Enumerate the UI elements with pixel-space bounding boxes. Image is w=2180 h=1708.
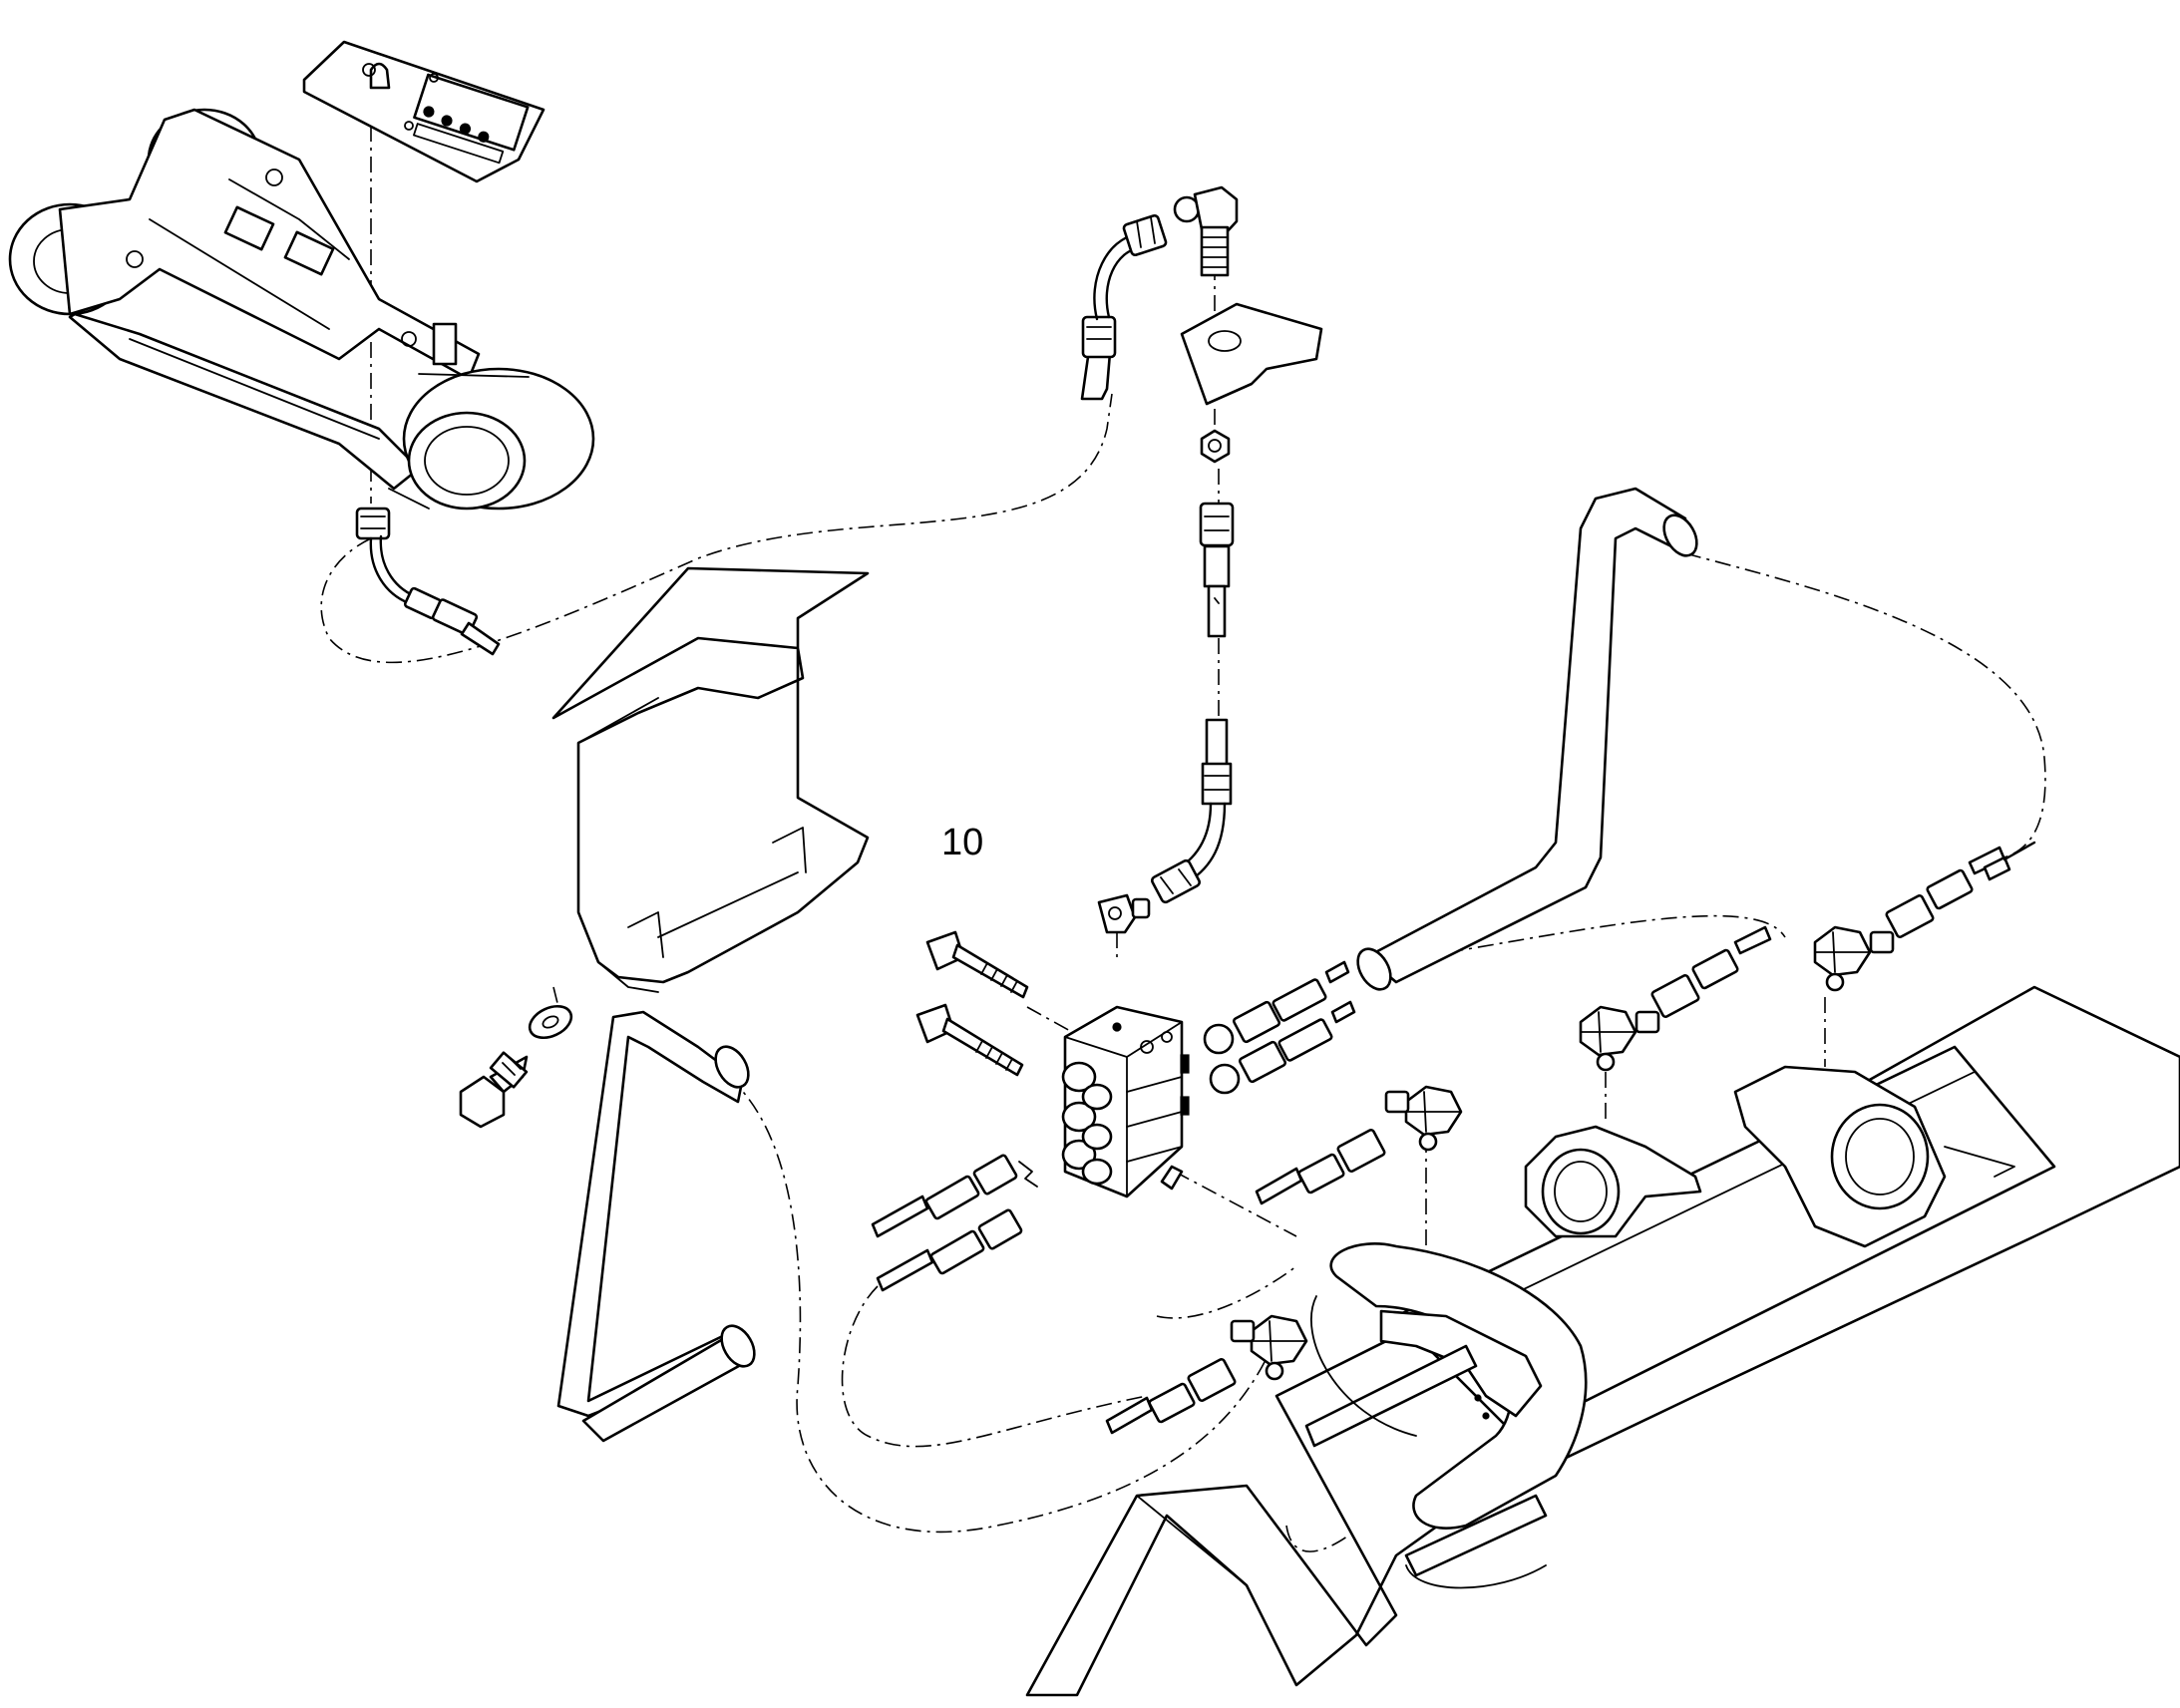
vertical-hose-center [1150, 502, 1235, 904]
grease-fitting-lower [1105, 1314, 1308, 1435]
swing-arm-frame [8, 108, 595, 511]
hose-fittings-right-of-block [1203, 960, 1356, 1095]
grease-fitting-right-mid [1579, 925, 1772, 1072]
u-channel-bracket [551, 566, 870, 993]
callout-10: 10 [941, 822, 984, 863]
bucket-attachment [1025, 985, 2180, 1697]
bent-tube-right [1356, 487, 1698, 991]
grease-fitting-right-upper [1813, 846, 2006, 992]
small-elbow-fitting [1097, 893, 1151, 934]
grease-fitting-center [1255, 1085, 1463, 1205]
hex-nut [1200, 429, 1231, 464]
hose-end-right-upper [1983, 841, 2036, 881]
bent-tube-left [556, 1010, 756, 1443]
long-bolt-upper [925, 930, 1029, 999]
mounting-plate-with-valve-block [302, 40, 545, 183]
elbow-fitting-top [1173, 185, 1239, 277]
distributor-block [1061, 1005, 1190, 1198]
long-bolt-lower [915, 1003, 1024, 1077]
bracket-plate [1180, 302, 1323, 406]
hose-left-upper [355, 507, 501, 656]
hex-bolt [459, 1051, 529, 1129]
washer [528, 1004, 573, 1040]
hose-upper-middle [1080, 213, 1168, 401]
hose-fittings-left-of-block [871, 1154, 1038, 1292]
